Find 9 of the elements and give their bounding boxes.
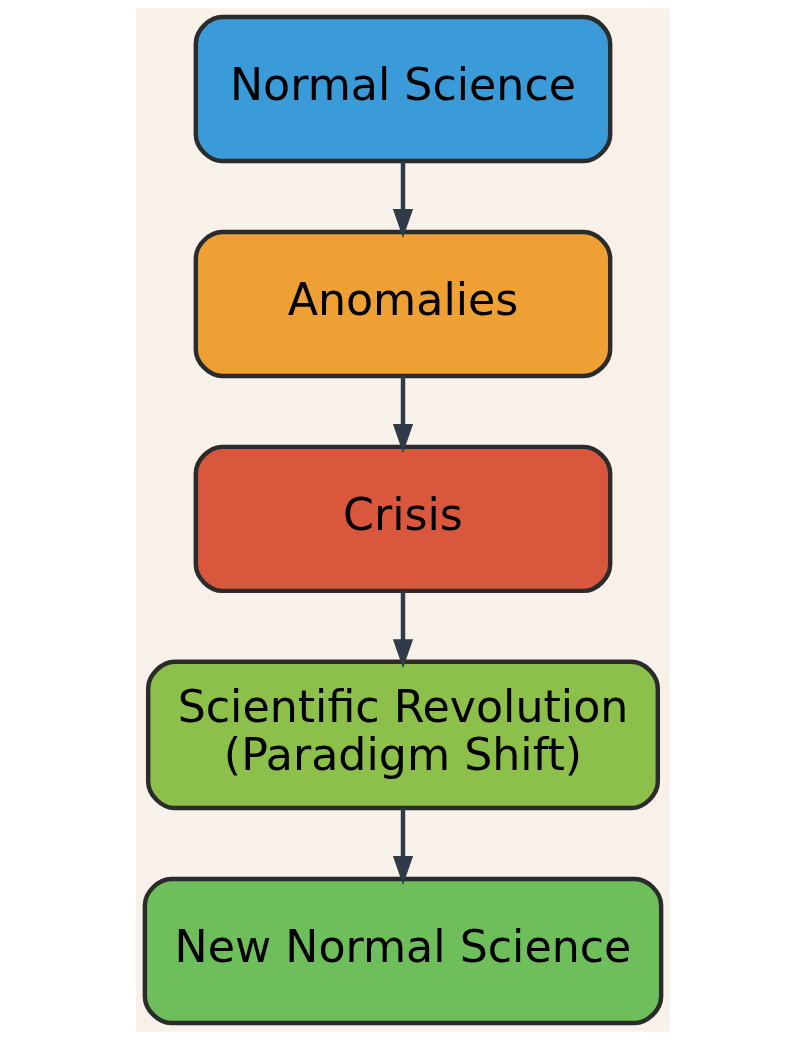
node-box: New Normal Science (142, 876, 664, 1026)
arrow (392, 590, 414, 669)
arrow (392, 808, 414, 885)
node-box: Anomalies (193, 229, 613, 379)
node-box: Scientific Revolution (Paradigm Shift) (145, 659, 661, 811)
node-box: Crisis (193, 444, 613, 594)
arrow (392, 376, 414, 453)
node-box: Normal Science (193, 14, 613, 164)
arrow (392, 161, 414, 238)
